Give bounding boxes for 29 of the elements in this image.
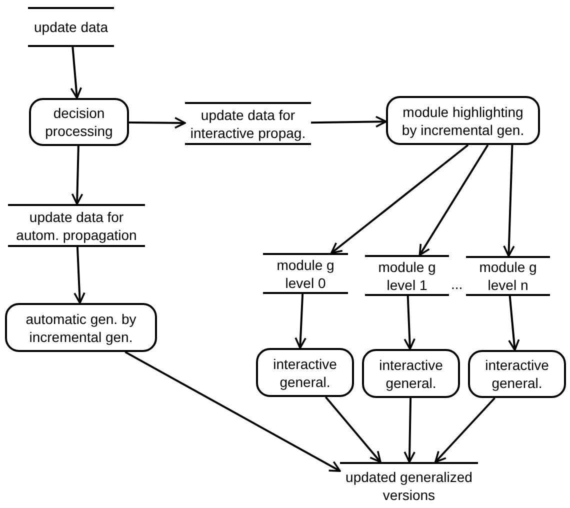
data-store: updated generalized versions (340, 462, 478, 506)
process-box: interactive general. (256, 348, 354, 397)
arrow (508, 296, 520, 351)
arrow (71, 146, 84, 205)
data-store: module g level n (466, 256, 550, 296)
arrow (310, 116, 387, 128)
ellipsis-label: ... (451, 276, 463, 292)
arrow (74, 246, 86, 304)
data-store: module g level 1 (365, 255, 449, 296)
data-store: update data for autom. propagation (8, 204, 145, 247)
arrow (418, 144, 489, 256)
arrow (324, 396, 382, 463)
data-store: update data for interactive propag. (185, 102, 311, 145)
process-box: decision processing (29, 98, 129, 146)
arrow (330, 144, 469, 254)
arrow (124, 351, 341, 472)
arrow (404, 398, 416, 463)
process-box: module highlighting by incremental gen. (386, 96, 540, 145)
data-store: module g level 0 (263, 253, 348, 294)
arrow (294, 294, 306, 349)
arrow (434, 397, 496, 463)
arrow (404, 296, 416, 350)
process-box: interactive general. (468, 350, 566, 398)
arrow (70, 46, 82, 99)
data-store: update data (28, 7, 114, 47)
arrow (503, 144, 515, 257)
process-box: automatic gen. by incremental gen. (5, 303, 157, 352)
process-box: interactive general. (362, 349, 460, 398)
arrow (129, 116, 186, 129)
